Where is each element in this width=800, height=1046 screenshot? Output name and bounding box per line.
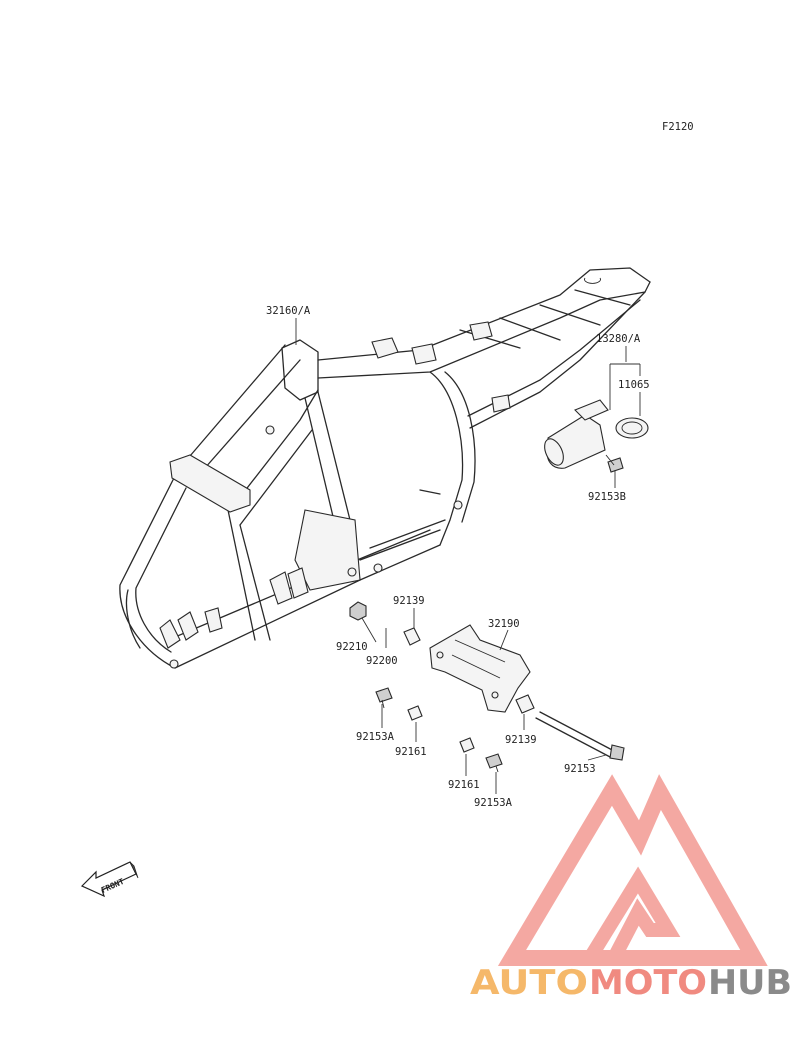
label-92200: 92200	[366, 655, 398, 667]
label-92210: 92210	[336, 641, 368, 653]
part-92139-collar-top	[403, 627, 421, 646]
label-92139-top: 92139	[393, 595, 425, 607]
watermark-word-moto: MOTO	[589, 963, 707, 1003]
figure-code: F2120	[662, 121, 694, 133]
part-11065-oring	[615, 417, 649, 439]
part-92153A-bolt-bottom	[485, 753, 503, 773]
part-92161-collar-left	[407, 705, 423, 721]
label-32190: 32190	[488, 618, 520, 630]
label-92153A-left: 92153A	[356, 731, 395, 743]
automotohub-logo-icon	[497, 774, 768, 966]
label-92161-bottom: 92161	[448, 779, 480, 791]
frame-32160	[119, 267, 651, 669]
front-arrow-icon: FRONT	[80, 861, 139, 898]
label-13280: 13280/A	[596, 333, 641, 345]
part-92139-collar-right	[515, 694, 535, 714]
watermark-word-auto: AUTO	[470, 963, 588, 1003]
label-92139-right: 92139	[505, 734, 537, 746]
label-11065: 11065	[618, 379, 650, 391]
label-92153A-bottom: 92153A	[474, 797, 513, 809]
part-32190-bracket	[429, 624, 531, 713]
label-92153: 92153	[564, 763, 596, 775]
part-92161-collar-bottom	[459, 737, 475, 753]
label-32160: 32160/A	[266, 305, 311, 317]
part-13280-starter	[544, 399, 609, 469]
leader-lines	[295, 318, 641, 794]
part-92153-long-bolt	[535, 711, 625, 761]
part-92153A-bolt-left	[375, 687, 393, 709]
label-92153B: 92153B	[588, 491, 626, 503]
part-92210-nut	[349, 601, 367, 621]
watermark-word-hub: HUB	[708, 963, 792, 1003]
part-92153B-bolt	[605, 454, 624, 473]
label-92161-left: 92161	[395, 746, 427, 758]
